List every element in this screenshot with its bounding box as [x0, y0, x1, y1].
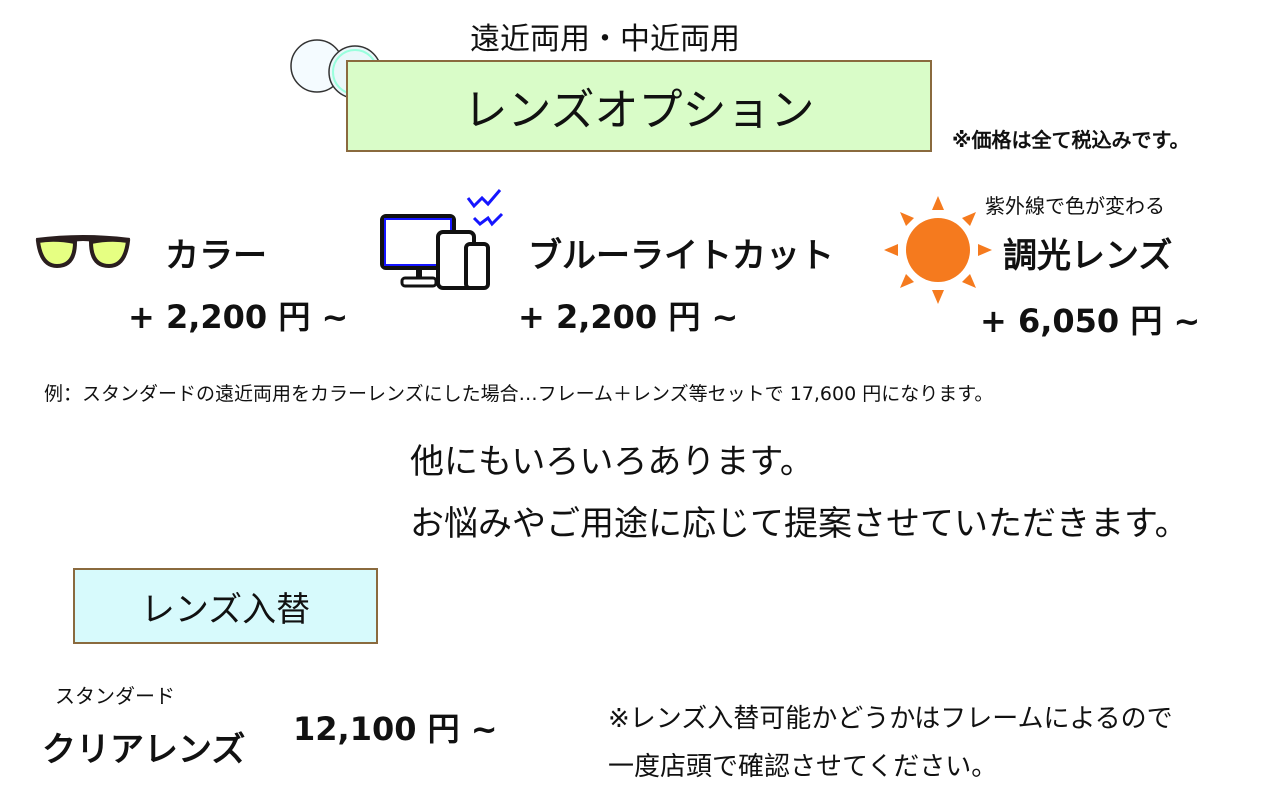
replacement-sub: スタンダード [55, 684, 175, 708]
option-bluelight-name: ブルーライトカット [528, 236, 834, 276]
replacement-price: 12,100 円 ~ [293, 710, 498, 748]
more-line2: お悩みやご用途に応じて提案させていただきます。 [410, 504, 1189, 544]
example-text: 例：スタンダードの遠近両用をカラーレンズにした場合…フレーム＋レンズ等セットで … [44, 383, 994, 405]
more-line1: 他にもいろいろあります。 [410, 442, 814, 482]
replacement-box: レンズ入替 [73, 568, 378, 644]
replacement-title: レンズ入替 [140, 589, 311, 630]
tax-note: ※価格は全て税込みです。 [952, 128, 1190, 152]
option-photochromic-price: + 6,050 円 ~ [980, 302, 1201, 340]
replacement-note2: 一度店頭で確認させてください。 [608, 752, 998, 782]
subtitle: 遠近両用・中近両用 [470, 22, 740, 57]
sun-icon [884, 196, 992, 304]
option-photochromic-name: 調光レンズ [1003, 236, 1173, 276]
option-bluelight-price: + 2,200 円 ~ [518, 298, 739, 336]
title-box: レンズオプション [346, 60, 932, 152]
devices-icon [380, 189, 504, 290]
option-photochromic-note: 紫外線で色が変わる [985, 194, 1165, 218]
option-color-price: + 2,200 円 ~ [128, 298, 349, 336]
replacement-note1: ※レンズ入替可能かどうかはフレームによるので [608, 704, 1173, 734]
replacement-name: クリアレンズ [42, 730, 246, 770]
page-title: レンズオプション [463, 85, 815, 136]
sunglasses-icon [35, 235, 131, 269]
option-color-name: カラー [165, 236, 267, 276]
